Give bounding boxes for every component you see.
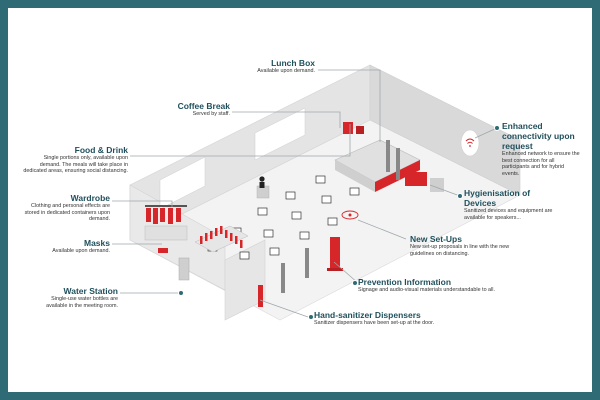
label-title: New Set-Ups [410,234,462,244]
wardrobe-racks [144,205,188,253]
wifi-icon [460,129,480,157]
label-title: Wardrobe [70,193,110,203]
label-desc: Clothing and personal effects are stored… [24,203,110,223]
label-enhanced-connectivity: Enhanced connectivity upon request Enhan… [502,121,580,177]
label-water-station: Water Station Single-use water bottles a… [40,286,118,309]
marker-dot [352,280,358,286]
label-desc: Single-use water bottles are available i… [46,296,118,309]
label-title: Water Station [63,286,118,296]
label-hygienisation: Hygienisation of Devices Sanitized devic… [464,188,558,221]
label-desc: New set-up proposals in line with the ne… [410,244,510,257]
back-right-wall [369,64,521,196]
label-masks: Masks Available upon demand. [22,238,110,255]
label-title: Enhanced connectivity upon request [502,121,575,151]
marker-dot [308,314,314,320]
window-1 [159,156,206,210]
label-hand-sanitizer: Hand-sanitizer Dispensers Sanitizer disp… [314,310,474,327]
label-title: Lunch Box [271,58,315,68]
label-coffee-break: Coffee Break Served by staff. [150,101,230,118]
label-prevention: Prevention Information Signage and audio… [358,277,528,294]
marker-dot [494,125,500,131]
label-desc: Sanitized devices and equipment are avai… [464,208,553,221]
label-wardrobe: Wardrobe Clothing and personal effects a… [22,193,110,223]
window-2 [254,107,306,161]
label-new-setups: New Set-Ups New set-up proposals in line… [410,234,520,257]
label-desc: Available upon demand. [257,68,315,74]
label-desc: Single portions only, available upon dem… [23,155,128,175]
label-title: Food & Drink [74,145,128,155]
label-title: Masks [84,238,110,248]
label-desc: Sanitizer dispensers have been set-up at… [314,320,435,326]
marker-dot [457,193,463,199]
label-desc: Enhanced network to ensure the best conn… [502,151,580,177]
label-title: Coffee Break [177,101,230,111]
label-desc: Signage and audio-visual materials under… [358,287,495,293]
label-title: Prevention Information [358,277,452,287]
label-title: Hygienisation of Devices [464,188,531,208]
label-desc: Served by staff. [192,111,230,117]
front-wall [224,239,266,321]
label-title: Hand-sanitizer Dispensers [314,310,421,320]
marker-dot [178,290,184,296]
label-desc: Available upon demand. [52,248,110,254]
label-food-drink: Food & Drink Single portions only, avail… [22,145,128,175]
label-lunch-box: Lunch Box Available upon demand. [225,58,315,75]
room-illustration [112,64,521,321]
